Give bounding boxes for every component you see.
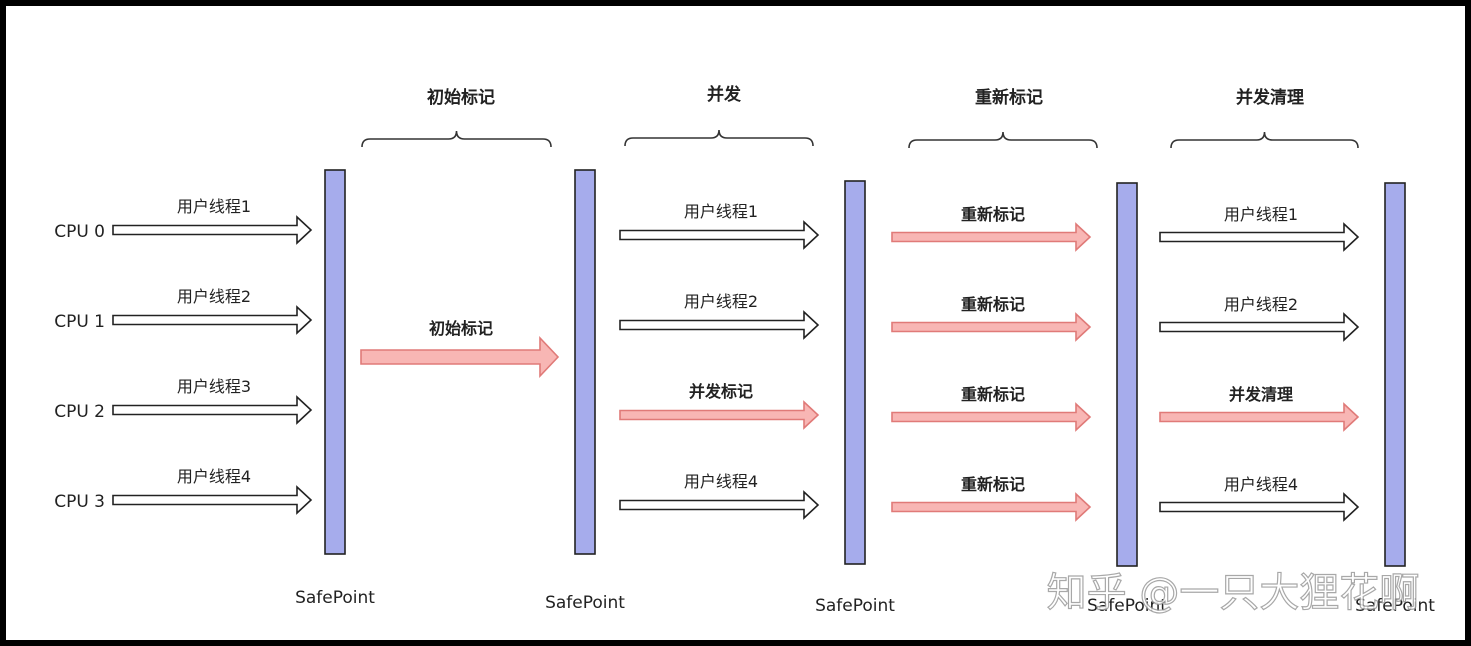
phase-brace — [624, 129, 814, 147]
safepoint-bar — [844, 180, 866, 565]
arrow-label: 重新标记 — [961, 475, 1025, 494]
safepoint-label: SafePoint — [295, 588, 375, 608]
safepoint-label: SafePoint — [1355, 596, 1435, 616]
phase-arrow — [619, 400, 820, 430]
phase-arrow — [891, 312, 1092, 342]
arrow-label: 用户线程4 — [684, 472, 758, 491]
thread-arrow — [112, 305, 313, 335]
phase-title: 并发清理 — [1236, 87, 1304, 108]
phase-brace — [361, 130, 552, 148]
thread-arrow — [619, 220, 820, 250]
thread-arrow — [619, 310, 820, 340]
arrow-label: 重新标记 — [961, 385, 1025, 404]
arrow-label: 用户线程3 — [177, 377, 251, 396]
phase-arrow — [360, 335, 560, 379]
phase-arrow — [891, 492, 1092, 522]
phase-title: 初始标记 — [427, 87, 495, 108]
arrow-label: 用户线程1 — [177, 197, 251, 216]
arrow-label: 用户线程2 — [684, 292, 758, 311]
thread-arrow — [619, 490, 820, 520]
arrow-label: 用户线程1 — [684, 202, 758, 221]
phase-title: 并发 — [707, 84, 742, 105]
arrow-label: 重新标记 — [961, 205, 1025, 224]
safepoint-bar — [1384, 182, 1406, 567]
phase-arrow — [1159, 402, 1360, 432]
safepoint-bar — [1116, 182, 1138, 567]
safepoint-label: SafePoint — [815, 596, 895, 616]
cpu-label: CPU 3 — [54, 492, 105, 512]
safepoint-bar — [574, 169, 596, 555]
arrow-label: 重新标记 — [961, 295, 1025, 314]
watermark: 知乎 @一只大狸花啊 — [1047, 570, 1420, 616]
arrow-label: 用户线程2 — [177, 287, 251, 306]
thread-arrow — [1159, 312, 1360, 342]
arrow-label: 并发标记 — [689, 382, 753, 401]
thread-arrow — [1159, 492, 1360, 522]
phase-brace — [908, 131, 1098, 149]
thread-arrow — [112, 215, 313, 245]
cpu-label: CPU 2 — [54, 402, 105, 422]
cpu-label: CPU 0 — [54, 222, 105, 242]
phase-arrow — [891, 402, 1092, 432]
safepoint-bar — [324, 169, 346, 555]
safepoint-label: SafePoint — [1087, 596, 1167, 616]
thread-arrow — [112, 395, 313, 425]
arrow-label: 用户线程2 — [1224, 295, 1298, 314]
phase-brace — [1170, 131, 1359, 149]
phase-title: 重新标记 — [975, 87, 1043, 108]
cpu-label: CPU 1 — [54, 312, 105, 332]
arrow-label: 并发清理 — [1229, 385, 1293, 404]
diagram-shapes — [112, 129, 1406, 567]
thread-arrow — [112, 485, 313, 515]
phase-arrow — [891, 222, 1092, 252]
arrow-label: 用户线程4 — [1224, 475, 1298, 494]
arrow-label: 初始标记 — [429, 319, 493, 338]
safepoint-label: SafePoint — [545, 593, 625, 613]
thread-arrow — [1159, 222, 1360, 252]
arrow-label: 用户线程1 — [1224, 205, 1298, 224]
arrow-label: 用户线程4 — [177, 467, 251, 486]
